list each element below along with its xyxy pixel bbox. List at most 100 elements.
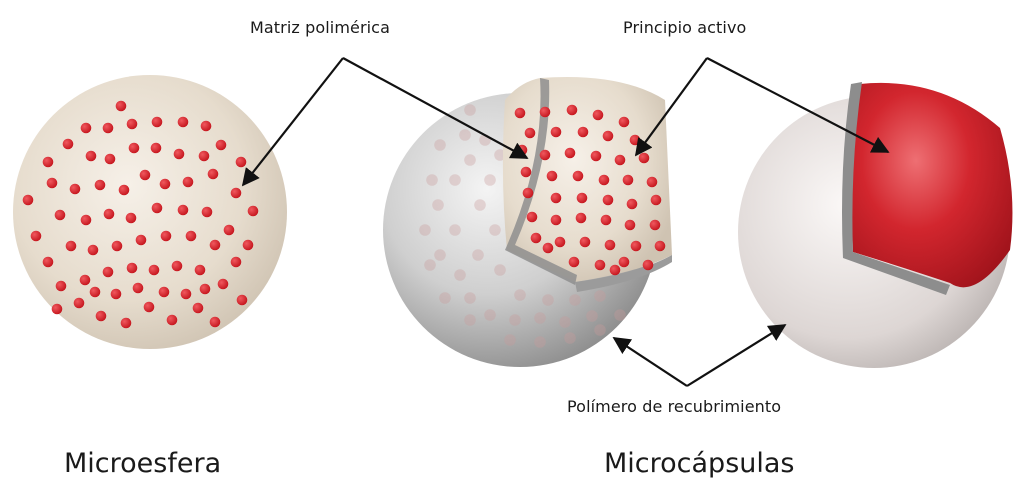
- particle: [195, 265, 206, 276]
- particle: [70, 184, 81, 195]
- faded-particle: [432, 199, 444, 211]
- faded-particle: [472, 249, 484, 261]
- particle: [43, 157, 54, 168]
- particle: [231, 257, 242, 268]
- particle: [56, 281, 67, 292]
- faded-particle: [509, 314, 521, 326]
- particle: [178, 205, 189, 216]
- active-core: [852, 83, 1013, 287]
- particle: [210, 317, 221, 328]
- faded-particle: [504, 334, 516, 346]
- faded-particle: [494, 264, 506, 276]
- particle: [178, 117, 189, 128]
- particle: [129, 143, 140, 154]
- particle: [573, 171, 584, 182]
- arrow-matrix-sphere: [243, 58, 343, 185]
- faded-particle: [464, 104, 476, 116]
- particle: [210, 240, 221, 251]
- particle: [591, 151, 602, 162]
- faded-particle: [489, 224, 501, 236]
- particle: [126, 213, 137, 224]
- particle: [543, 243, 554, 254]
- particle: [151, 143, 162, 154]
- faded-particle: [564, 332, 576, 344]
- particle: [603, 195, 614, 206]
- faded-particle: [594, 324, 606, 336]
- particle: [623, 175, 634, 186]
- particle: [167, 315, 178, 326]
- particle: [52, 304, 63, 315]
- particle: [639, 153, 650, 164]
- particle: [540, 150, 551, 161]
- particle: [655, 241, 666, 252]
- label-microcapsulas: Microcápsulas: [604, 448, 795, 479]
- particle: [172, 261, 183, 272]
- faded-particle: [419, 224, 431, 236]
- faded-particle: [454, 269, 466, 281]
- particle: [248, 206, 259, 217]
- particle: [80, 275, 91, 286]
- particle: [127, 263, 138, 274]
- particle: [55, 210, 66, 221]
- particle: [127, 119, 138, 130]
- particle: [218, 279, 229, 290]
- arrow-coating-left: [614, 338, 687, 386]
- particle: [630, 135, 641, 146]
- particle: [86, 151, 97, 162]
- particle: [161, 231, 172, 242]
- particle: [201, 121, 212, 132]
- particle: [650, 220, 661, 231]
- particle: [231, 188, 242, 199]
- particle: [631, 241, 642, 252]
- particle: [105, 154, 116, 165]
- cut-section-matrix: [503, 77, 672, 282]
- particle: [527, 212, 538, 223]
- faded-particle: [484, 309, 496, 321]
- faded-particle: [559, 316, 571, 328]
- particle: [224, 225, 235, 236]
- particle: [66, 241, 77, 252]
- particle: [186, 231, 197, 242]
- particle: [174, 149, 185, 160]
- microcapsule-matrix: [383, 77, 672, 367]
- particle: [603, 131, 614, 142]
- faded-particle: [434, 139, 446, 151]
- particle: [140, 170, 151, 181]
- particle: [643, 260, 654, 271]
- particle: [104, 209, 115, 220]
- particle: [199, 151, 210, 162]
- particle: [551, 193, 562, 204]
- particle: [47, 178, 58, 189]
- particle: [540, 107, 551, 118]
- particle: [116, 101, 127, 112]
- particle: [200, 284, 211, 295]
- particle: [627, 199, 638, 210]
- particle: [144, 302, 155, 313]
- particle: [81, 123, 92, 134]
- particle: [601, 215, 612, 226]
- particle: [88, 245, 99, 256]
- particle: [149, 265, 160, 276]
- particle: [103, 123, 114, 134]
- particle: [236, 157, 247, 168]
- faded-particle: [514, 289, 526, 301]
- faded-particle: [434, 249, 446, 261]
- particle: [216, 140, 227, 151]
- particle: [237, 295, 248, 306]
- faded-particle: [474, 199, 486, 211]
- particle: [531, 233, 542, 244]
- particle: [43, 257, 54, 268]
- particle: [133, 283, 144, 294]
- faded-particle: [459, 129, 471, 141]
- particle: [551, 127, 562, 138]
- particle: [615, 155, 626, 166]
- label-matriz-polimerica: Matriz polimérica: [250, 18, 390, 37]
- label-principio-activo: Principio activo: [623, 18, 746, 37]
- particle: [647, 177, 658, 188]
- faded-particle: [534, 312, 546, 324]
- particle: [193, 303, 204, 314]
- particle: [119, 185, 130, 196]
- particle: [160, 179, 171, 190]
